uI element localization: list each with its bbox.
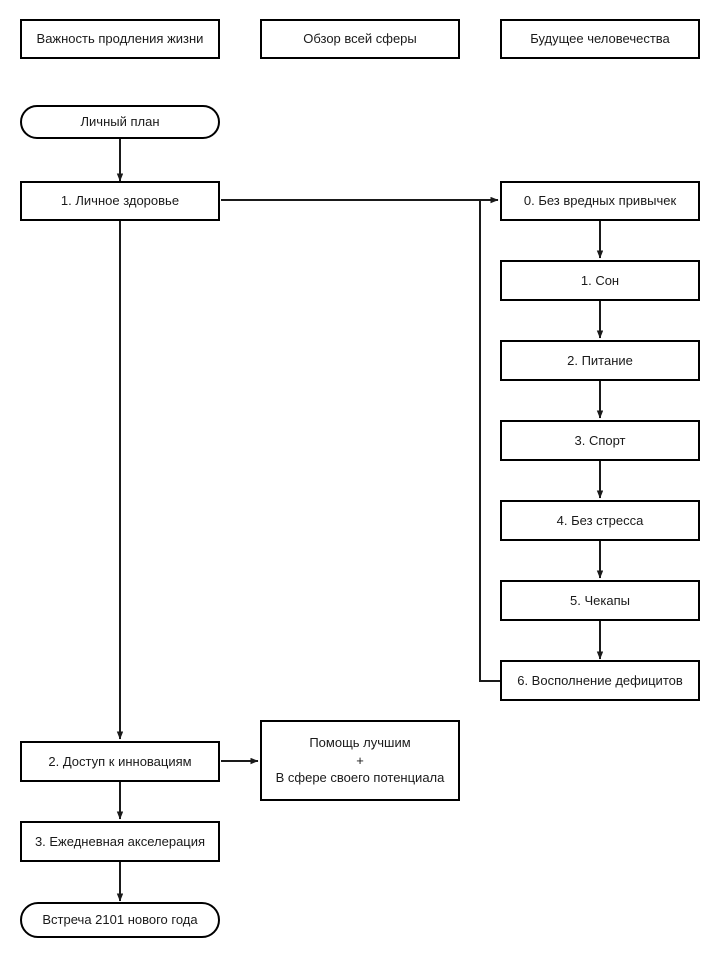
node-replenishing-deficits-label: 6. Восполнение дефицитов [517,672,683,688]
node-sport[interactable]: 3. Спорт [500,420,700,461]
node-no-stress-label: 4. Без стресса [556,512,644,528]
edge-deficits-to-habits-loop [479,200,500,682]
node-sleep-label: 1. Сон [580,272,620,288]
note-importance-label: Важность продления жизни [36,31,204,47]
node-no-bad-habits[interactable]: 0. Без вредных привычек [500,181,700,221]
node-personal-health[interactable]: 1. Личное здоровье [20,181,220,221]
node-checkups-label: 5. Чекапы [570,592,630,608]
node-new-year-2101-end[interactable]: Встреча 2101 нового года [20,902,220,938]
note-field-overview[interactable]: Обзор всей сферы [260,19,460,59]
node-no-bad-habits-label: 0. Без вредных привычек [523,193,677,209]
node-sleep[interactable]: 1. Сон [500,260,700,301]
note-help-the-best[interactable]: Помощь лучшим + В сфере своего потенциал… [260,720,460,801]
node-access-to-innovations[interactable]: 2. Доступ к инновациям [20,741,220,782]
note-future-of-humanity[interactable]: Будущее человечества [500,19,700,59]
node-personal-health-label: 1. Личное здоровье [60,193,180,209]
node-sport-label: 3. Спорт [574,432,626,448]
node-personal-plan-start[interactable]: Личный план [20,105,220,139]
node-personal-plan-label: Личный план [80,114,160,130]
note-future-label: Будущее человечества [530,31,670,47]
node-daily-acceleration[interactable]: 3. Ежедневная акселерация [20,821,220,862]
note-help-the-best-label: Помощь лучшим + В сфере своего потенциал… [275,735,445,786]
note-overview-label: Обзор всей сферы [303,31,417,47]
node-nutrition-label: 2. Питание [567,352,633,368]
node-new-year-2101-label: Встреча 2101 нового года [42,912,198,928]
node-replenishing-deficits[interactable]: 6. Восполнение дефицитов [500,660,700,701]
node-nutrition[interactable]: 2. Питание [500,340,700,381]
node-checkups[interactable]: 5. Чекапы [500,580,700,621]
node-no-stress[interactable]: 4. Без стресса [500,500,700,541]
node-daily-acceleration-label: 3. Ежедневная акселерация [34,833,206,849]
node-access-to-innovations-label: 2. Доступ к инновациям [48,753,192,769]
note-importance-of-longevity[interactable]: Важность продления жизни [20,19,220,59]
